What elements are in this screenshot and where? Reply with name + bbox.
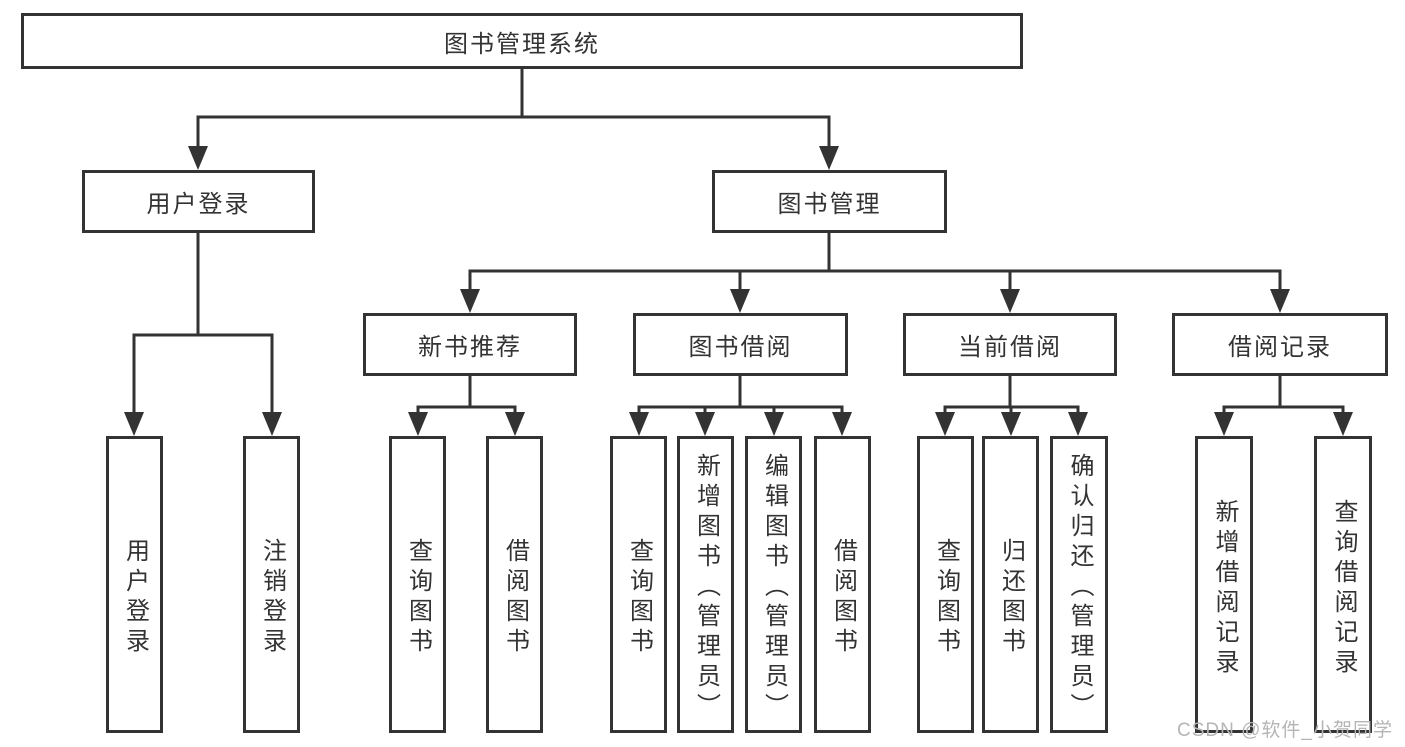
leaf-label: 编辑图书（管理员） bbox=[760, 453, 788, 723]
arrowhead bbox=[1333, 412, 1353, 436]
leaf-label: 用户登录 bbox=[121, 537, 149, 658]
arrowhead bbox=[695, 412, 715, 436]
leaf-query-books-recommend: 查询图书 bbox=[389, 436, 446, 733]
leaf-label: 查询图书 bbox=[404, 537, 432, 658]
arrowhead bbox=[505, 412, 525, 436]
node-user-login-group: 用户登录 bbox=[82, 170, 315, 233]
leaf-add-book-admin: 新增图书（管理员） bbox=[677, 436, 734, 733]
arrowhead bbox=[819, 146, 839, 170]
leaf-query-books-current: 查询图书 bbox=[917, 436, 974, 733]
leaf-edit-book-admin: 编辑图书（管理员） bbox=[745, 436, 802, 733]
arrowhead bbox=[935, 412, 955, 436]
leaf-label: 归还图书 bbox=[997, 537, 1025, 658]
tree-branch-lines bbox=[132, 64, 1345, 416]
arrowhead bbox=[1270, 289, 1290, 313]
node-new-book-recommend: 新书推荐 bbox=[363, 313, 577, 376]
arrowhead bbox=[262, 412, 282, 436]
leaf-label: 借阅图书 bbox=[501, 537, 529, 658]
arrowhead bbox=[730, 289, 750, 313]
leaf-user-login: 用户登录 bbox=[106, 436, 163, 733]
node-book-management: 图书管理 bbox=[712, 170, 947, 233]
node-current-borrowing: 当前借阅 bbox=[903, 313, 1117, 376]
leaf-return-books: 归还图书 bbox=[982, 436, 1039, 733]
arrowhead bbox=[832, 412, 852, 436]
node-label: 图书管理 bbox=[777, 191, 882, 218]
arrowhead bbox=[124, 412, 144, 436]
node-label: 借阅记录 bbox=[1228, 334, 1332, 361]
leaf-label: 确认归还（管理员） bbox=[1066, 453, 1093, 723]
arrowhead bbox=[408, 412, 428, 436]
arrowhead bbox=[629, 412, 649, 436]
leaf-label: 查询图书 bbox=[625, 537, 653, 658]
node-label: 图书管理系统 bbox=[444, 30, 600, 58]
arrowhead bbox=[1001, 412, 1021, 436]
leaf-query-books-borrowing: 查询图书 bbox=[610, 436, 667, 733]
node-label: 用户登录 bbox=[146, 191, 251, 218]
arrowhead bbox=[1000, 289, 1020, 313]
leaf-label: 查询借阅记录 bbox=[1330, 498, 1357, 679]
leaf-label: 新增图书（管理员） bbox=[692, 453, 720, 723]
arrowhead bbox=[1068, 412, 1088, 436]
leaf-borrow-books-recommend: 借阅图书 bbox=[486, 436, 543, 733]
arrowhead bbox=[1214, 412, 1234, 436]
leaf-borrow-books: 借阅图书 bbox=[814, 436, 871, 733]
node-library-management-system: 图书管理系统 bbox=[21, 13, 1023, 69]
leaf-add-borrow-record: 新增借阅记录 bbox=[1195, 436, 1253, 733]
arrowhead bbox=[460, 289, 480, 313]
leaf-confirm-return-admin: 确认归还（管理员） bbox=[1050, 436, 1108, 733]
csdn-watermark: CSDN @软件_小贺同学 bbox=[1177, 720, 1393, 741]
leaf-label: 新增借阅记录 bbox=[1211, 498, 1238, 679]
arrowhead bbox=[764, 412, 784, 436]
node-label: 新书推荐 bbox=[418, 334, 522, 361]
node-label: 图书借阅 bbox=[688, 334, 793, 361]
node-label: 当前借阅 bbox=[958, 334, 1062, 361]
leaf-label: 注销登录 bbox=[258, 537, 286, 658]
node-borrowing-records: 借阅记录 bbox=[1172, 313, 1388, 376]
node-book-borrowing: 图书借阅 bbox=[633, 313, 848, 376]
leaf-logout: 注销登录 bbox=[243, 436, 300, 733]
leaf-label: 借阅图书 bbox=[829, 537, 857, 658]
arrowhead bbox=[188, 146, 208, 170]
leaf-query-borrow-record: 查询借阅记录 bbox=[1314, 436, 1372, 733]
leaf-label: 查询图书 bbox=[932, 537, 960, 658]
arrowheads bbox=[124, 146, 1353, 436]
